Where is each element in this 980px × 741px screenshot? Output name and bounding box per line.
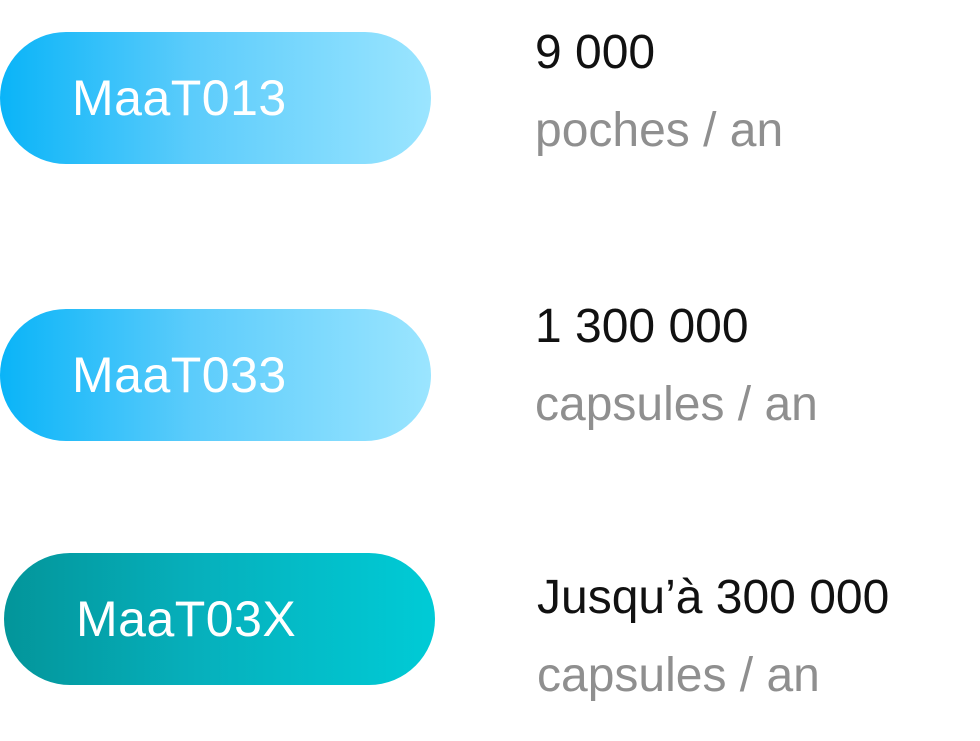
product-capacity: Jusqu’à 300 000 capsules / an bbox=[537, 570, 889, 704]
product-pill-maat033: MaaT033 bbox=[0, 309, 431, 441]
capacity-value: 9 000 bbox=[535, 26, 656, 79]
capacity-unit: poches / an bbox=[535, 104, 784, 157]
product-name: MaaT03X bbox=[76, 591, 297, 647]
product-pill-maat013: MaaT013 bbox=[0, 32, 431, 164]
product-capacity: 9 000 poches / an bbox=[535, 25, 783, 159]
product-name: MaaT013 bbox=[72, 70, 287, 126]
capacity-unit: capsules / an bbox=[537, 649, 820, 702]
product-pill-maat03x: MaaT03X bbox=[4, 553, 435, 685]
capacity-value: 1 300 000 bbox=[535, 300, 749, 353]
capacity-unit: capsules / an bbox=[535, 378, 818, 431]
product-capacity: 1 300 000 capsules / an bbox=[535, 299, 818, 433]
capacity-value: Jusqu’à 300 000 bbox=[537, 571, 890, 624]
product-name: MaaT033 bbox=[72, 347, 287, 403]
